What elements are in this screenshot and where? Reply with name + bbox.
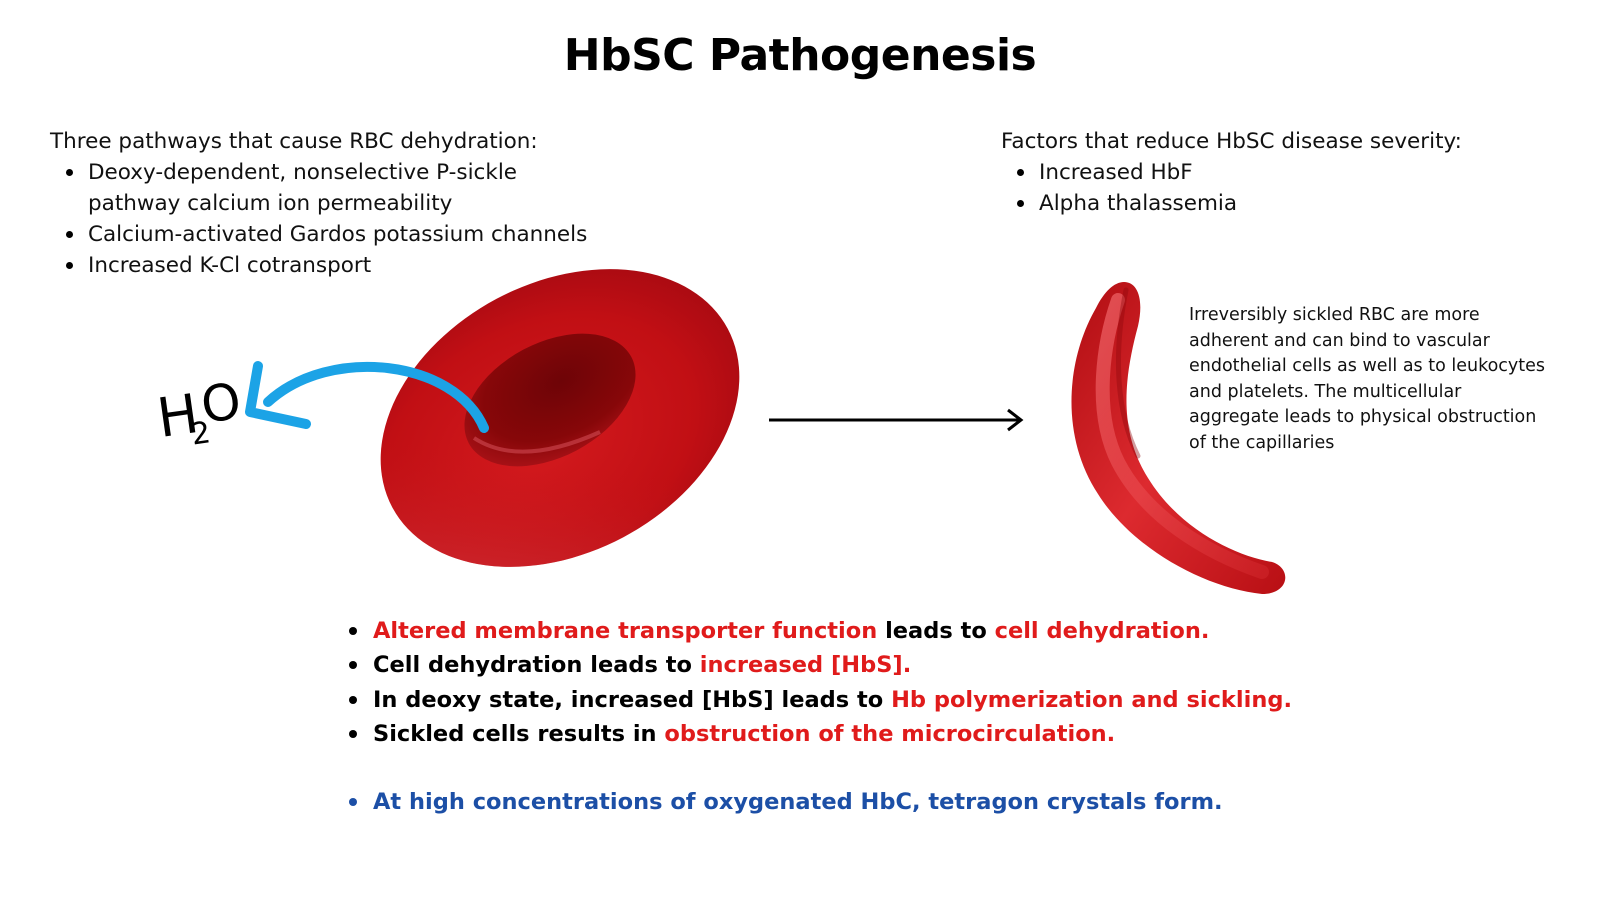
summary-list: Altered membrane transporter function le… (348, 614, 1348, 819)
summary-highlight: cell dehydration. (994, 618, 1210, 644)
factor-item: Increased HbF (1017, 157, 1521, 188)
summary-text: leads to (877, 618, 995, 644)
hbc-crystal-note: At high concentrations of oxygenated HbC… (349, 785, 1348, 819)
factors-list: Increased HbF Alpha thalassemia (1001, 157, 1521, 219)
summary-item: Sickled cells results in obstruction of … (349, 717, 1348, 751)
summary-text: Sickled cells results in (373, 720, 665, 747)
severity-factors-panel: Factors that reduce HbSC disease severit… (1001, 126, 1521, 219)
water-efflux-arrow-icon (245, 361, 489, 433)
transition-arrow-icon (769, 408, 1024, 432)
summary-highlight: obstruction of the microcirculation. (664, 720, 1116, 747)
dehydration-pathways-panel: Three pathways that cause RBC dehydratio… (50, 126, 650, 281)
summary-text: In deoxy state, increased [HbS] leads to (373, 686, 892, 713)
page-title: HbSC Pathogenesis (563, 30, 1037, 81)
h2o-label: H 2 O (153, 372, 244, 453)
factors-heading: Factors that reduce HbSC disease severit… (1001, 129, 1462, 154)
red-blood-cell-icon (380, 269, 740, 567)
summary-highlight: increased [HbS]. (699, 652, 912, 679)
note-text: At high concentrations of oxygenated HbC… (373, 789, 1223, 816)
summary-item: In deoxy state, increased [HbS] leads to… (349, 683, 1348, 717)
sickle-cell-icon (1071, 282, 1286, 594)
h2o-h: H (153, 382, 202, 450)
summary-highlight: Altered membrane transporter function (373, 618, 878, 644)
pathway-item: Increased K-Cl cotransport (66, 250, 650, 281)
h2o-subscript: 2 (189, 415, 213, 452)
summary-highlight: Hb polymerization and sickling. (891, 686, 1292, 713)
summary-text: Cell dehydration leads to (373, 652, 700, 679)
pathway-item: Calcium-activated Gardos potassium chann… (66, 219, 650, 250)
summary-item: Cell dehydration leads to increased [HbS… (349, 648, 1348, 682)
pathways-list: Deoxy-dependent, nonselective P-sickle p… (50, 157, 650, 281)
sickle-cell-description: Irreversibly sickled RBC are more adhere… (1189, 305, 1546, 453)
factor-item: Alpha thalassemia (1017, 188, 1521, 219)
h2o-o: O (197, 372, 244, 435)
pathway-item: Deoxy-dependent, nonselective P-sickle p… (66, 157, 548, 219)
summary-item: Altered membrane transporter function le… (349, 614, 1348, 648)
pathogenesis-summary: Altered membrane transporter function le… (348, 614, 1348, 819)
pathways-heading: Three pathways that cause RBC dehydratio… (50, 129, 538, 154)
